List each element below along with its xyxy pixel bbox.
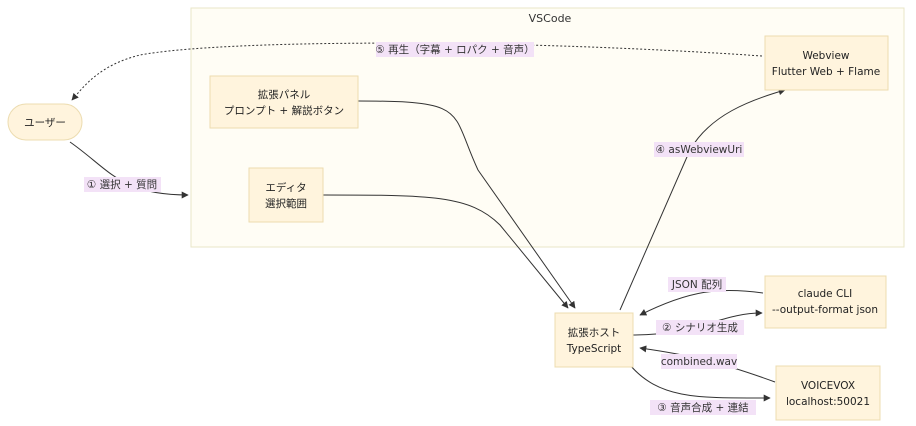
ext-host-line1: 拡張ホスト (568, 326, 621, 339)
claude-node (764, 275, 887, 329)
vscode-cluster-title: VSCode (529, 12, 572, 25)
ext-panel-line2: プロンプト + 解説ボタン (224, 104, 344, 117)
ext-host-line2: TypeScript (566, 343, 622, 355)
edge-claude-to-host (639, 289, 764, 316)
edge-label-bg-json (668, 277, 726, 292)
edge-label-bg-wav (661, 354, 737, 369)
voicevox-line2: localhost:50021 (786, 396, 870, 408)
editor-line2: 選択範囲 (265, 197, 307, 210)
user-node (7, 103, 83, 141)
claude-line1: claude CLI (798, 288, 853, 300)
ext-panel-line1: 拡張パネル (258, 88, 311, 101)
ext-panel-node (209, 75, 359, 129)
edge-label-bg-playback (376, 42, 534, 57)
edge-label-scenario-gen: ② シナリオ生成 (662, 321, 738, 334)
edge-webview-to-user (71, 42, 763, 101)
edge-host-to-voicevox (629, 364, 771, 402)
edge-label-json-array: JSON 配列 (671, 278, 722, 291)
webview-line2: Flutter Web + Flame (772, 66, 880, 78)
editor-node (248, 167, 324, 223)
webview-line1: Webview (802, 50, 849, 62)
edge-label-bg-scenario (656, 320, 744, 335)
edge-label-as-webview-uri: ④ asWebviewUri (656, 144, 743, 156)
edge-label-bg-tts (650, 400, 756, 415)
edge-label-bg-select (84, 177, 161, 192)
edge-label-tts-concat: ③ 音声合成 + 連結 (657, 401, 748, 414)
voicevox-line1: VOICEVOX (801, 380, 855, 392)
voicevox-node (775, 365, 881, 421)
ext-host-node (554, 312, 634, 368)
claude-line2: --output-format json (772, 304, 878, 316)
edge-label-select-question: ① 選択 + 質問 (87, 178, 157, 191)
editor-line1: エディタ (265, 181, 306, 194)
edge-label-playback: ⑤ 再生（字幕 + ロパク + 音声） (375, 43, 534, 56)
edge-label-bg-webviewuri (654, 142, 744, 157)
edge-panel-to-host (357, 100, 576, 309)
edge-label-combined-wav: combined.wav (661, 356, 737, 368)
user-node-label: ユーザー (24, 117, 66, 129)
webview-node (764, 35, 889, 91)
edge-editor-to-host (322, 194, 569, 309)
